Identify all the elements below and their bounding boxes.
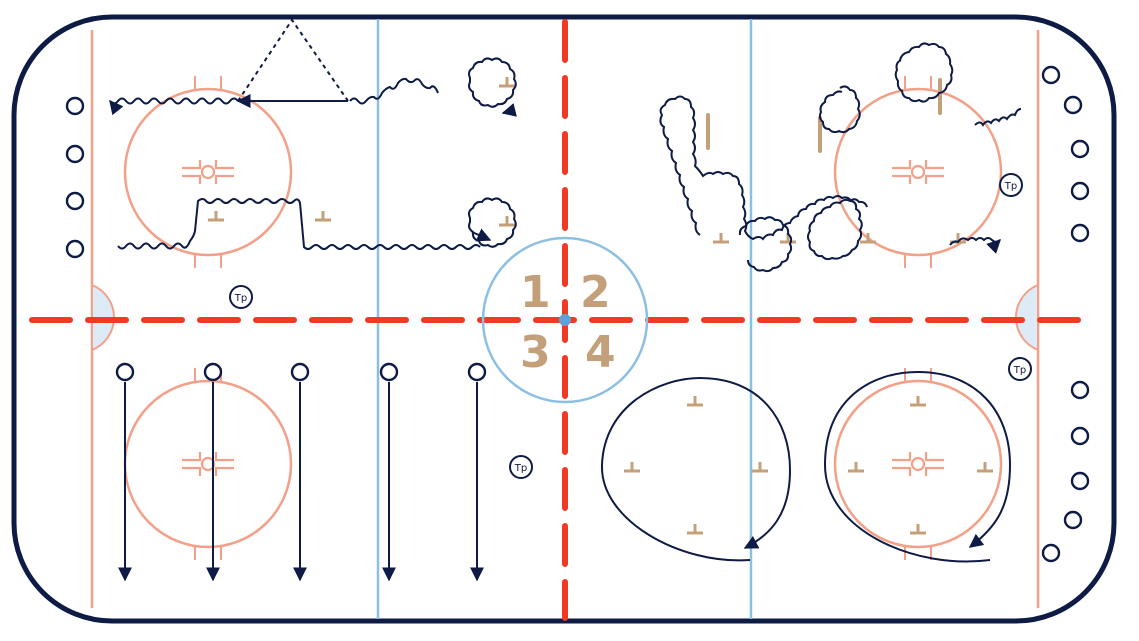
- skate-upper-loops: [818, 42, 954, 134]
- player-circle-icon: [1070, 139, 1090, 159]
- player-circle-icon: [1070, 380, 1090, 400]
- player-circle-icon: [1041, 543, 1061, 563]
- drill-top-left: [109, 18, 517, 250]
- skate-bottom-loop: [738, 216, 793, 273]
- player-circle-icon: [1070, 223, 1090, 243]
- coach-tp-icon: Tp: [229, 285, 253, 309]
- zone-label-4: 4: [585, 327, 616, 378]
- player-circle-icon: [1070, 181, 1090, 201]
- zone-label-3: 3: [520, 327, 551, 378]
- pass-triangle: [237, 18, 349, 102]
- player-circle-icon: [203, 362, 223, 382]
- player-circle-icon: [290, 362, 310, 382]
- skate-path-from-right: [349, 77, 439, 105]
- svg-text:Tp: Tp: [514, 463, 527, 474]
- player-circle-icon: [1063, 95, 1083, 115]
- svg-text:Tp: Tp: [1013, 365, 1026, 376]
- coach-tp-icon: Tp: [1008, 357, 1032, 381]
- upright-markers: [706, 78, 942, 153]
- player-circle-icon: [65, 144, 85, 164]
- skate-path-to-goal: [109, 97, 239, 116]
- center-circle: [481, 236, 649, 404]
- center-dot: [559, 314, 571, 326]
- drill-bottom-left: [118, 382, 484, 582]
- skate-right-wave: [974, 108, 1022, 127]
- player-circle-icon: [115, 362, 135, 382]
- svg-text:Tp: Tp: [234, 293, 247, 304]
- skate-snake-path: [659, 95, 868, 261]
- player-circle-icon: [467, 362, 487, 382]
- faceoff-circle-top-left: [123, 76, 293, 268]
- coach-tp-icon: Tp: [999, 173, 1023, 197]
- player-circle-icon: [1070, 426, 1090, 446]
- skate-to-exit: [949, 237, 1001, 254]
- faceoff-circle-bottom-right: [833, 368, 1003, 560]
- drill-top-right: [659, 42, 1022, 273]
- zone-label-2: 2: [580, 267, 611, 318]
- loop-around-cones-left: [600, 376, 792, 562]
- player-circle-icon: [1041, 65, 1061, 85]
- drill-bottom-right: [600, 370, 1012, 563]
- player-circle-icon: [65, 191, 85, 211]
- player-circle-icon: [65, 96, 85, 116]
- player-circle-icon: [1070, 471, 1090, 491]
- skate-around-cone-1: [468, 57, 517, 108]
- svg-text:Tp: Tp: [1004, 181, 1017, 192]
- zone-label-1: 1: [520, 267, 551, 318]
- faceoff-circle-top-right: [833, 76, 1003, 268]
- skate-path-bottom-left: [117, 198, 481, 250]
- player-circle-icon: [65, 239, 85, 259]
- player-circle-icon: [379, 362, 399, 382]
- loop-around-cones-right: [823, 370, 1012, 563]
- player-circle-icon: [1063, 510, 1083, 530]
- coach-tp-icon: Tp: [509, 455, 533, 479]
